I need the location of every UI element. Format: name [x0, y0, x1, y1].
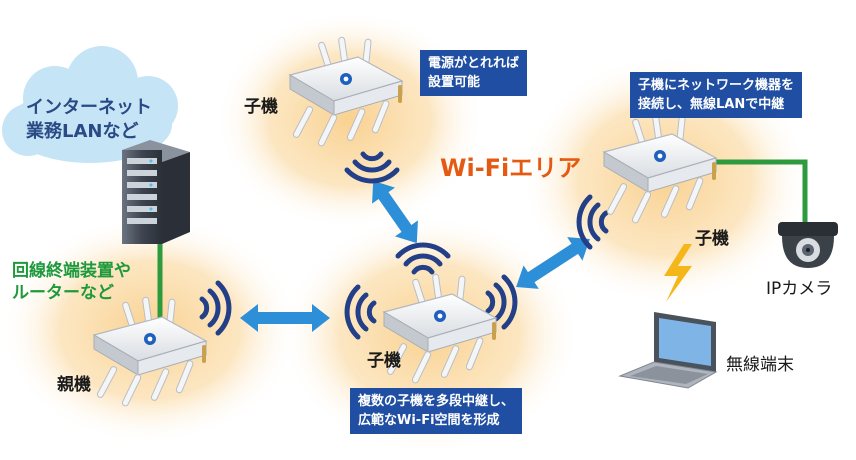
ip-camera-icon: [778, 222, 838, 268]
laptop-label: 無線端末: [726, 355, 794, 375]
cloud-label: インターネット 業務LANなど: [26, 96, 152, 144]
link-arrow-center-right: [516, 237, 590, 289]
child-center-label: 子機: [367, 351, 401, 371]
laptop-icon: [618, 312, 718, 389]
router-label-line2: ルーターなど: [12, 283, 114, 303]
parent-label: 親機: [57, 375, 91, 395]
link-arrow-parent-center: [240, 304, 330, 332]
callout-network-line1: 子機にネットワーク機器を: [638, 78, 795, 93]
server-tower-icon: [122, 140, 190, 244]
ip-camera-label: IPカメラ: [766, 279, 833, 299]
callout-multi: 複数の子機を多段中継し、 広範なWi-Fi空間を形成: [350, 388, 523, 434]
callout-network: 子機にネットワーク機器を 接続し、無線LANで中継: [630, 72, 803, 118]
link-arrow-top-center: [372, 180, 418, 244]
callout-multi-line1: 複数の子機を多段中継し、: [358, 394, 515, 409]
cloud-shape: [2, 46, 178, 163]
callout-power-line1: 電源がとれれば: [428, 56, 520, 71]
child-right-label: 子機: [695, 229, 729, 249]
child-top-label: 子機: [244, 97, 278, 117]
callout-multi-line2: 広範なWi-Fi空間を形成: [358, 413, 500, 428]
cloud-label-line1: インターネット: [26, 97, 152, 118]
camera-cable: [700, 159, 808, 225]
wifi-area-title: Wi-Fiエリア: [440, 154, 582, 182]
callout-power-line2: 設置可能: [428, 75, 481, 90]
lightning-bolt-icon: [664, 244, 692, 302]
callout-power: 電源がとれれば 設置可能: [420, 50, 528, 96]
callout-network-line2: 接続し、無線LANで中継: [638, 97, 785, 112]
cloud-label-line2: 業務LANなど: [26, 121, 139, 142]
router-label: 回線終端装置や ルーターなど: [12, 260, 131, 304]
router-label-line1: 回線終端装置や: [12, 261, 131, 281]
